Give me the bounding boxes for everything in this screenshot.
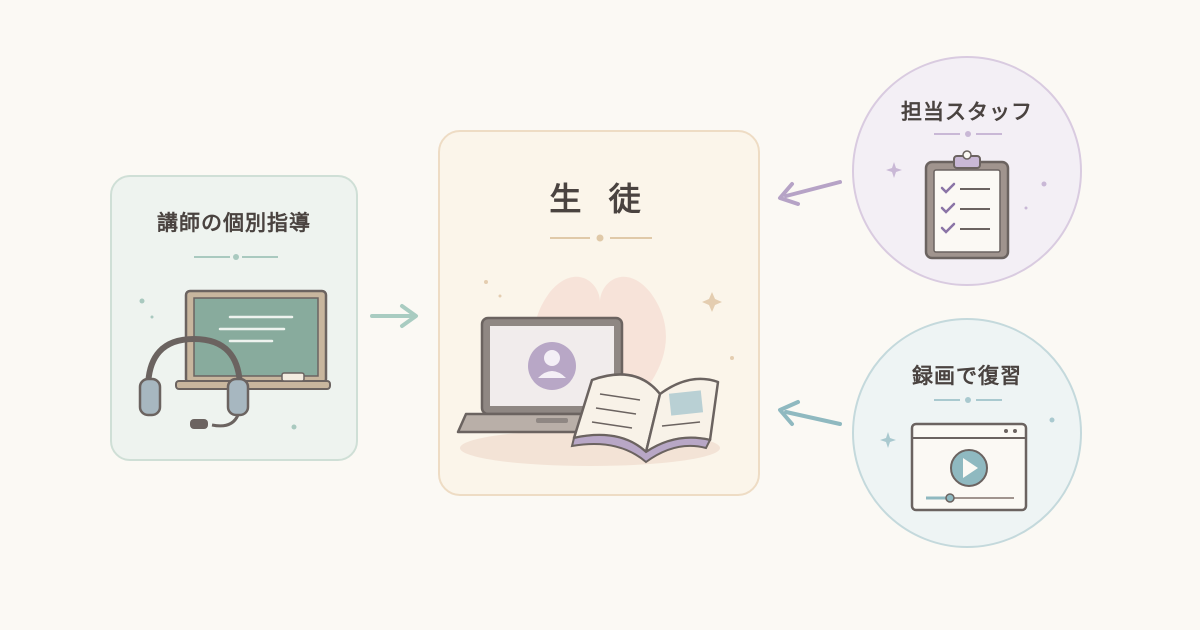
student-node-label: 生 徒: [549, 180, 649, 218]
sparkle-icon: [880, 417, 1055, 448]
open-book-icon: [570, 373, 720, 464]
divider-ornament: [550, 234, 652, 242]
play-icon: [950, 449, 988, 487]
teacher-illustration: [138, 254, 331, 430]
staff-node: 担当スタッフ: [852, 56, 1082, 286]
arrow-teacher-to-student: [370, 304, 418, 328]
teacher-node-label: 講師の個別指導: [157, 211, 311, 235]
arrow-recording-to-student: [778, 400, 842, 426]
recording-node: 録画で復習: [852, 318, 1082, 548]
arrow-staff-to-student: [778, 180, 842, 206]
student-illustration: [456, 234, 734, 466]
clipboard-checklist-icon: [924, 150, 1010, 260]
staff-node-label: 担当スタッフ: [901, 100, 1033, 124]
sparkle-icon: [484, 280, 734, 360]
teacher-node: 講師の個別指導: [110, 175, 358, 461]
staff-illustration: [886, 131, 1047, 260]
divider-ornament: [934, 397, 1002, 403]
student-node: 生 徒: [438, 130, 760, 496]
headset-icon: [138, 335, 250, 429]
divider-ornament: [194, 254, 278, 260]
recording-node-label: 録画で復習: [912, 364, 1022, 388]
recording-illustration: [880, 397, 1055, 512]
user-avatar-icon: [528, 342, 576, 390]
sparkle-icon: [139, 298, 297, 430]
sparkle-icon: [886, 162, 1047, 210]
divider-ornament: [934, 131, 1002, 137]
